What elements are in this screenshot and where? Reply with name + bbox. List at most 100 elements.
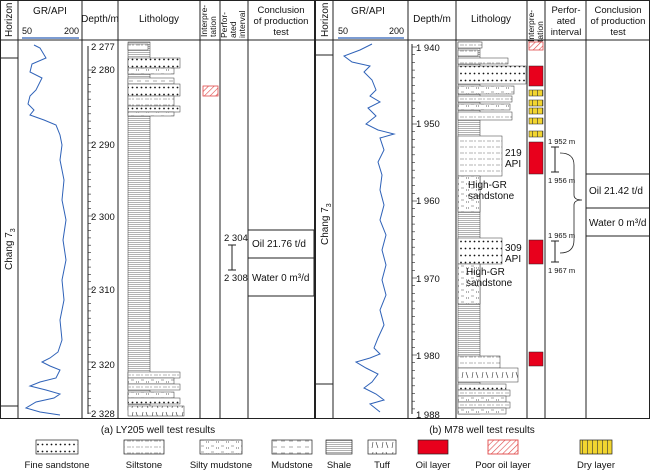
well-b-dry-layer-1 <box>528 89 544 97</box>
well-a-interp-header-1: Interpre- <box>199 5 209 37</box>
well-a-water-result: Water 0 m³/d <box>252 273 309 284</box>
well-a-depth-2300: 2 300 <box>91 212 115 223</box>
well-b-depth-1950: 1 950 <box>416 119 440 130</box>
legend-mudstone: Mudstone <box>271 439 313 471</box>
svg-text:Dry layer: Dry layer <box>577 460 615 471</box>
well-b-gr2-value: 309 <box>505 243 522 254</box>
well-a-perf-header-3: interval <box>237 10 247 38</box>
well-b-interp-header-1: Interpre- <box>526 10 536 42</box>
well-a-depth-header: Depth/m <box>81 14 119 25</box>
well-a-gr-max: 200 <box>64 26 79 36</box>
well-a-conclusion-header-1: Conclusion <box>258 5 305 16</box>
well-a-gr-header: GR/API <box>33 6 67 17</box>
well-a-depth-2328: 2 328 <box>91 409 115 420</box>
well-b-dry-layer-2 <box>528 99 544 107</box>
well-b-perf2-bottom: 1 967 m <box>548 266 575 275</box>
well-b-perf1-bottom: 1 956 m <box>548 176 575 185</box>
well-a-lithology-header: Lithology <box>139 14 179 25</box>
well-b-depth-header: Depth/m <box>413 14 451 25</box>
well-b-dry-layer-5 <box>528 130 544 138</box>
well-b-gr2-label-2: sandstone <box>466 278 513 289</box>
well-b-perf1-top: 1 952 m <box>548 137 575 146</box>
well-b-lithology-header: Lithology <box>471 14 511 25</box>
well-b-dry-layer-3 <box>528 107 544 115</box>
well-a-depth-2290: 2 290 <box>91 140 115 151</box>
well-a-depth-2280: 2 280 <box>91 65 115 76</box>
svg-text:Tuff: Tuff <box>374 460 390 471</box>
well-a-poor-oil-layer <box>202 85 219 97</box>
svg-text:Poor oil layer: Poor oil layer <box>475 460 530 471</box>
well-b-dry-layer-4 <box>528 117 544 125</box>
well-b-oil-result: Oil 21.42 t/d <box>589 186 643 197</box>
well-b-gr1-label-1: High-GR <box>468 180 507 191</box>
well-b-perf2-top: 1 965 m <box>548 231 575 240</box>
well-a-conclusion-header-2: of production <box>254 16 309 27</box>
well-b-conclusion-header-1: Conclusion <box>595 5 642 16</box>
well-a-frame <box>0 0 315 419</box>
legend-tuff: Tuff <box>367 439 397 471</box>
legend-oil-layer: Oil layer <box>416 439 451 471</box>
well-b-conclusion-box <box>585 173 650 237</box>
svg-text:Mudstone: Mudstone <box>271 460 313 471</box>
well-b-gr1-unit: API <box>505 159 521 170</box>
legend: Fine sandstone Siltstone Silty mudstone … <box>25 439 615 471</box>
well-b-interp-header-2: tation <box>535 21 545 42</box>
svg-text:Silty mudstone: Silty mudstone <box>190 460 252 471</box>
well-b-oil-layer-3 <box>528 239 544 265</box>
well-a-depth-2310: 2 310 <box>91 285 115 296</box>
well-b-poor-oil-layer <box>528 41 544 51</box>
well-b-gr1-value: 219 <box>505 148 522 159</box>
well-a-depth-2277: 2 277 <box>91 42 115 53</box>
well-b-lithology-column <box>457 41 527 415</box>
well-a-horizon-label: Chang 73 <box>4 228 17 270</box>
well-b-gr-header: GR/API <box>351 6 385 17</box>
well-b-gr2-unit: API <box>505 254 521 265</box>
well-a-interp-header-2: tation <box>208 16 218 37</box>
well-a-perf-top: 2 304 <box>224 233 248 244</box>
well-a-perf-header-1: Perfor- <box>219 12 229 38</box>
well-b-gr-max: 200 <box>389 26 404 36</box>
well-b-gr-curve <box>342 43 396 413</box>
well-b-depth-1988: 1 988 <box>416 410 440 421</box>
well-a-horizon-header: Horizon <box>4 3 15 37</box>
svg-text:Fine sandstone: Fine sandstone <box>25 460 90 471</box>
well-b-perf-header-2: ated <box>557 16 576 27</box>
well-a-caption: (a) LY205 well test results <box>101 425 215 436</box>
legend-poor-oil-layer: Poor oil layer <box>475 439 531 471</box>
well-a-panel: Horizon GR/API 50 200 Depth/m Lithology … <box>0 0 315 420</box>
well-b-interpretation-column <box>528 41 544 367</box>
legend-siltstone: Siltstone <box>123 439 165 471</box>
svg-text:Chang 73: Chang 73 <box>320 203 333 245</box>
well-a-perf-header-2: ated <box>228 21 238 38</box>
well-b-horizon-label: Chang 73 <box>320 203 333 245</box>
svg-text:Oil layer: Oil layer <box>416 460 451 471</box>
well-b-conclusion-header-2: of production <box>591 16 646 27</box>
well-b-gr-min: 50 <box>338 26 348 36</box>
well-b-panel: Horizon GR/API 50 200 Depth/m Lithology … <box>315 0 650 421</box>
well-a-gr-min: 50 <box>22 26 32 36</box>
legend-fine-sandstone: Fine sandstone <box>25 439 90 471</box>
well-a-conclusion-header-3: test <box>273 27 289 38</box>
well-b-gr1-label-2: sandstone <box>468 191 515 202</box>
svg-text:Shale: Shale <box>327 460 351 471</box>
well-b-oil-layer-2 <box>528 141 544 175</box>
well-b-interval-brace <box>559 152 583 254</box>
well-a-gr-curve <box>24 44 67 416</box>
well-a-perf-bottom: 2 308 <box>224 273 248 284</box>
svg-text:Siltstone: Siltstone <box>126 460 162 471</box>
well-b-caption: (b) M78 well test results <box>429 425 535 436</box>
well-b-horizon-header: Horizon <box>320 3 331 37</box>
well-a-oil-result: Oil 21.76 t/d <box>252 239 306 250</box>
legend-silty-mudstone: Silty mudstone <box>190 439 252 471</box>
well-b-depth-1940: 1 940 <box>416 43 440 54</box>
well-b-gr2-label-1: High-GR <box>466 267 505 278</box>
well-b-depth-1960: 1 960 <box>416 196 440 207</box>
well-b-perf-header-1: Perfor- <box>551 5 580 16</box>
well-b-oil-layer-1 <box>528 65 544 87</box>
well-b-water-result: Water 0 m³/d <box>589 218 646 229</box>
well-b-depth-1980: 1 980 <box>416 351 440 362</box>
well-b-oil-layer-4 <box>528 351 544 367</box>
well-b-conclusion-header-3: test <box>610 27 626 38</box>
legend-dry-layer: Dry layer <box>577 439 615 471</box>
